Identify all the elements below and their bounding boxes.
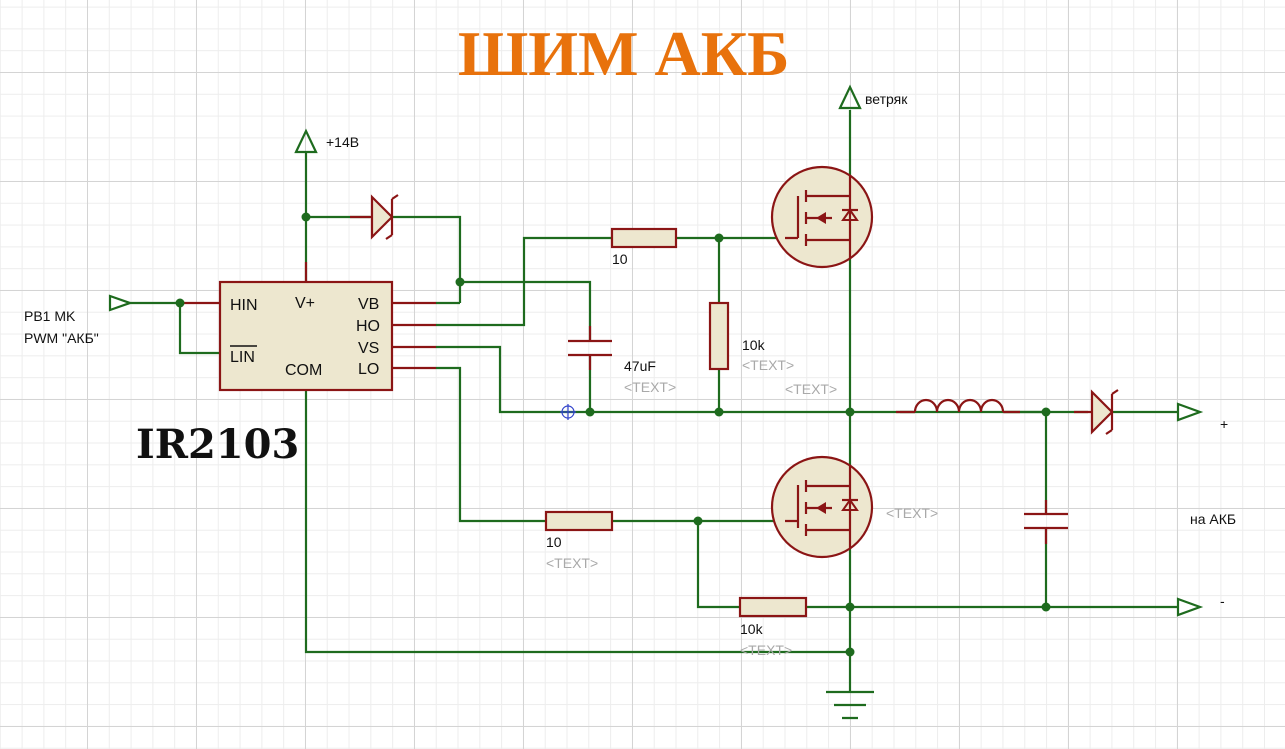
mosfet-low (770, 455, 874, 559)
r-gate-low-value: 10 (546, 534, 562, 550)
inductor (896, 398, 1020, 414)
r-pull-high-placeholder: <TEXT> (742, 357, 794, 373)
cap-boot-value: 47uF (624, 358, 656, 374)
ir2103-chip: HIN LIN V+ COM VB HO VS LO (218, 262, 436, 392)
input-terminal (108, 294, 134, 312)
bootstrap-capacitor (568, 326, 612, 370)
supply-label: +14В (326, 134, 359, 150)
input-label-line1: PB1 MK (24, 308, 76, 324)
r-gate-low-placeholder: <TEXT> (546, 555, 598, 571)
pin-vs: VS (358, 340, 379, 357)
mosfet-high (770, 165, 874, 269)
pin-lin: LIN (230, 349, 255, 366)
r-pull-low-value: 10k (740, 621, 764, 637)
r-pull-high-value: 10k (742, 337, 766, 353)
mosfet-high-placeholder: <TEXT> (785, 381, 837, 397)
wind-terminal (838, 84, 862, 110)
supply-terminal (294, 128, 318, 154)
ground-symbol (826, 690, 874, 720)
pin-vb: VB (358, 296, 379, 313)
pin-com: COM (285, 362, 322, 379)
resistor-gate-high (610, 227, 678, 249)
origin-marker (560, 404, 576, 420)
junction-dots (175, 212, 1051, 657)
pin-hin: HIN (230, 297, 258, 314)
r-gate-high-value: 10 (612, 251, 628, 267)
page-title: ШИМ АКБ (458, 18, 789, 89)
cap-boot-placeholder: <TEXT> (624, 379, 676, 395)
mosfet-low-placeholder: <TEXT> (886, 505, 938, 521)
output-diode (1074, 389, 1119, 435)
chip-name-label: IR2103 (136, 421, 299, 468)
output-capacitor (1024, 500, 1068, 544)
output-minus-terminal (1176, 597, 1204, 617)
resistor-gate-low (544, 510, 614, 532)
pin-ho: HO (356, 318, 380, 335)
input-label-line2: PWM "АКБ" (24, 330, 99, 346)
bootstrap-diode (350, 194, 399, 240)
battery-label: на АКБ (1190, 511, 1236, 527)
pin-vplus: V+ (295, 295, 315, 312)
wires (130, 110, 1178, 692)
resistor-pull-low (738, 596, 808, 618)
output-minus-label: - (1220, 593, 1225, 609)
r-pull-low-placeholder: <TEXT> (740, 642, 792, 658)
resistor-pull-high (708, 301, 730, 371)
output-plus-label: + (1220, 416, 1228, 432)
output-plus-terminal (1176, 402, 1204, 422)
pin-lo: LO (358, 361, 379, 378)
wind-label: ветряк (865, 91, 908, 107)
